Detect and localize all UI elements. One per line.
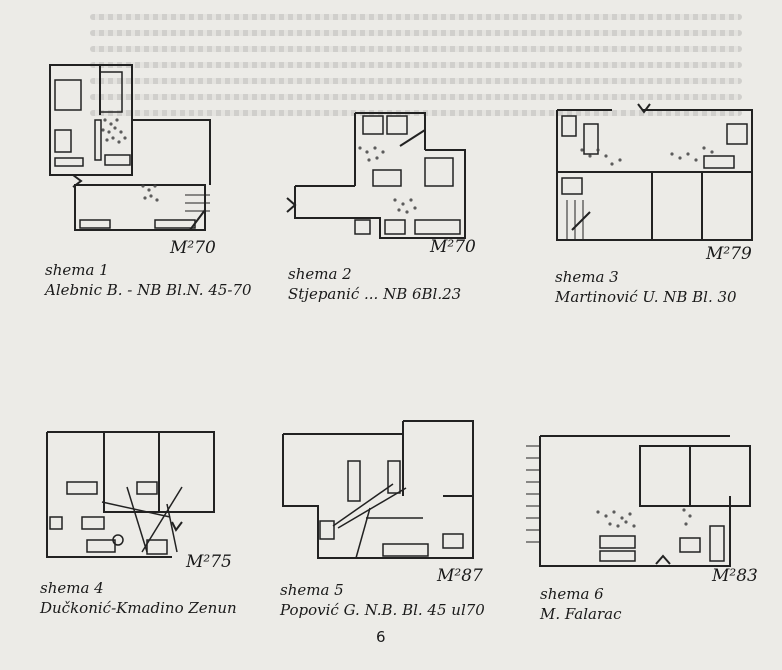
floor-area-2: M²70 — [430, 237, 476, 257]
floor-plan-4 — [42, 422, 222, 567]
caption-subtitle-6: M. Falarac — [540, 605, 622, 624]
caption-title-5: shema 5 — [280, 581, 344, 599]
caption-subtitle-1: Alebnic B. - NB Bl.N. 45-70 — [45, 281, 252, 300]
floor-plan-6 — [520, 426, 755, 576]
caption-title-3: shema 3 — [555, 268, 619, 286]
caption-4: shema 4 Dučkonić-Kmadino Zenun — [40, 578, 237, 619]
caption-title-2: shema 2 — [288, 265, 352, 283]
page-number: 6 — [376, 628, 386, 646]
caption-subtitle-5: Popović G. N.B. Bl. 45 ul70 — [280, 601, 485, 620]
caption-title-1: shema 1 — [45, 261, 109, 279]
caption-1: shema 1 Alebnic B. - NB Bl.N. 45-70 — [45, 260, 252, 301]
caption-2: shema 2 Stjepanić ... NB 6Bl.23 — [288, 264, 461, 305]
caption-subtitle-4: Dučkonić-Kmadino Zenun — [40, 599, 237, 618]
floor-area-5: M²87 — [437, 566, 483, 586]
floor-plan-2 — [285, 108, 470, 243]
floor-area-4: M²75 — [186, 552, 232, 572]
floor-area-6: M²83 — [712, 566, 758, 586]
caption-6: shema 6 M. Falarac — [540, 584, 621, 625]
floor-plan-1 — [45, 60, 215, 240]
caption-5: shema 5 Popović G. N.B. Bl. 45 ul70 — [280, 580, 485, 621]
floor-area-1: M²70 — [170, 238, 216, 258]
caption-title-4: shema 4 — [40, 579, 104, 597]
caption-subtitle-3: Martinović U. NB Bl. 30 — [555, 288, 737, 307]
floor-plan-3 — [552, 100, 757, 250]
floor-plan-5 — [278, 416, 478, 566]
caption-subtitle-2: Stjepanić ... NB 6Bl.23 — [288, 285, 462, 304]
caption-3: shema 3 Martinović U. NB Bl. 30 — [555, 267, 737, 308]
caption-title-6: shema 6 — [540, 585, 604, 603]
floor-area-3: M²79 — [706, 244, 752, 264]
